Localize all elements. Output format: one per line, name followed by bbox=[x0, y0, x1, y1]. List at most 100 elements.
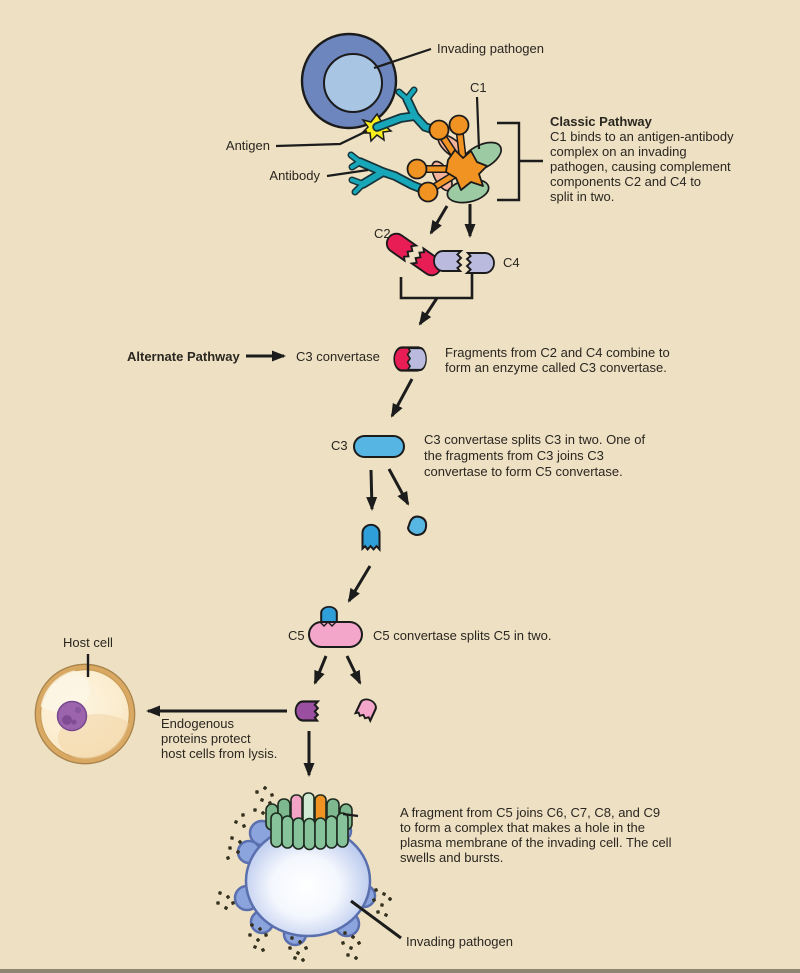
debris-dot bbox=[226, 856, 230, 860]
c4-label: C4 bbox=[503, 255, 520, 270]
debris-dot bbox=[223, 905, 229, 911]
c1-label: C1 bbox=[470, 80, 487, 95]
c5b-fragment-icon bbox=[294, 700, 319, 722]
c3-icon bbox=[353, 435, 405, 458]
mac-pointer-stub bbox=[342, 812, 359, 818]
debris-dot bbox=[350, 934, 356, 940]
debris-dot bbox=[228, 846, 232, 850]
arrow-to-c2 bbox=[429, 205, 449, 235]
antigen-pointer-line bbox=[275, 130, 368, 148]
c3a-fragment-icon bbox=[406, 515, 428, 537]
debris-dot bbox=[235, 849, 241, 855]
debris-dot bbox=[304, 946, 308, 950]
debris-dot bbox=[382, 892, 386, 896]
debris-dot bbox=[230, 836, 234, 840]
c5-note: C5 convertase splits C5 in two. bbox=[373, 628, 551, 643]
debris-dot bbox=[260, 810, 266, 816]
debris-dot bbox=[225, 894, 231, 900]
c5-convertase-icon bbox=[308, 605, 363, 648]
membrane-attack-complex-icon bbox=[265, 792, 353, 851]
debris-dot bbox=[290, 936, 294, 940]
debris-dot bbox=[376, 910, 380, 914]
debris-dot bbox=[371, 897, 377, 903]
c1-complex-icon bbox=[406, 114, 503, 204]
debris-dot bbox=[343, 931, 347, 935]
classic-pathway-line: pathogen, causing complement bbox=[550, 159, 731, 174]
debris-dot bbox=[349, 946, 353, 950]
debris-dot bbox=[253, 808, 257, 812]
debris-dot bbox=[374, 888, 378, 892]
debris-dot bbox=[237, 839, 243, 845]
mac-note-line: swells and bursts. bbox=[400, 850, 503, 865]
debris-dot bbox=[241, 813, 245, 817]
debris-dot bbox=[257, 926, 263, 932]
mac-note-line: to form a complex that makes a hole in t… bbox=[400, 820, 645, 835]
debris-dot bbox=[288, 946, 292, 950]
antibody-pointer-line bbox=[326, 168, 369, 178]
arrow-c3-split-right bbox=[387, 468, 410, 506]
c3-label: C3 bbox=[331, 438, 348, 453]
debris-dot bbox=[267, 800, 273, 806]
arrow-c3-split-left bbox=[366, 469, 378, 511]
debris-dot bbox=[241, 823, 247, 829]
c5-label: C5 bbox=[288, 628, 305, 643]
debris-dot bbox=[353, 955, 359, 961]
arrow-to-c3-convertase bbox=[418, 297, 439, 326]
debris-dot bbox=[293, 956, 297, 960]
c1-pointer-line bbox=[475, 96, 481, 150]
endogenous-note-line: host cells from lysis. bbox=[161, 746, 277, 761]
endogenous-note-line: Endogenous bbox=[161, 716, 235, 731]
host-cell-icon bbox=[34, 663, 136, 765]
antibody-label: Antibody bbox=[269, 168, 320, 183]
debris-dot bbox=[380, 903, 384, 907]
arrow-to-c3 bbox=[390, 378, 414, 418]
bottom-edge-line bbox=[0, 969, 800, 973]
debris-dot bbox=[264, 933, 268, 937]
invading-pathogen-bottom-label: Invading pathogen bbox=[406, 934, 513, 949]
c2-label: C2 bbox=[374, 226, 391, 241]
debris-dot bbox=[260, 798, 264, 802]
debris-dot bbox=[297, 939, 303, 945]
antigen-label: Antigen bbox=[226, 138, 270, 153]
invading-pathogen-cell-icon bbox=[300, 32, 398, 130]
arrow-c5-split-right bbox=[345, 655, 362, 685]
c3-note-line: convertase to form C5 convertase. bbox=[424, 464, 623, 479]
debris-dot bbox=[270, 793, 274, 797]
invading-pathogen-top-label: Invading pathogen bbox=[437, 41, 544, 56]
host-cell-nucleus bbox=[56, 700, 88, 732]
classic-pathway-text: Classic Pathway C1 binds to an antigen-a… bbox=[550, 114, 734, 204]
antibody-icons bbox=[347, 86, 443, 196]
debris-dot bbox=[383, 912, 389, 918]
c3-note-line: C3 convertase splits C3 in two. One of bbox=[424, 432, 645, 447]
debris-dot bbox=[233, 819, 239, 825]
arrow-c5-split-left bbox=[313, 655, 328, 685]
debris-dot bbox=[356, 940, 362, 946]
host-cell-label: Host cell bbox=[63, 635, 113, 650]
c3b-fragment-icon bbox=[361, 523, 381, 551]
debris-dot bbox=[295, 950, 301, 956]
debris-dot bbox=[346, 953, 350, 957]
alternate-pathway-label: Alternate Pathway bbox=[127, 349, 240, 364]
debris-dot bbox=[255, 937, 261, 943]
classic-pathway-line: components C2 and C4 to bbox=[550, 174, 701, 189]
debris-dot bbox=[231, 901, 235, 905]
debris-dot bbox=[253, 945, 257, 949]
debris-dot bbox=[255, 790, 259, 794]
invading-pathogen-bottom-pointer-line bbox=[350, 899, 402, 940]
mac-note-line: A fragment from C5 joins C6, C7, C8, and… bbox=[400, 805, 660, 820]
classic-pathway-bracket bbox=[497, 121, 543, 202]
debris-dots bbox=[216, 785, 393, 963]
debris-dot bbox=[262, 785, 268, 791]
debris-dot bbox=[300, 957, 306, 963]
invading-pathogen-pointer-line bbox=[373, 47, 432, 70]
classic-pathway-line: split in two. bbox=[550, 189, 614, 204]
mac-note-line: plasma membrane of the invading cell. Th… bbox=[400, 835, 672, 850]
debris-dot bbox=[250, 923, 254, 927]
classic-pathway-line: C1 binds to an antigen-antibody bbox=[550, 129, 734, 144]
c3-convertase-label: C3 convertase bbox=[296, 349, 380, 364]
c3-convertase-icon bbox=[393, 346, 428, 372]
debris-dot bbox=[260, 947, 266, 953]
debris-dot bbox=[387, 896, 393, 902]
debris-dot bbox=[248, 933, 252, 937]
